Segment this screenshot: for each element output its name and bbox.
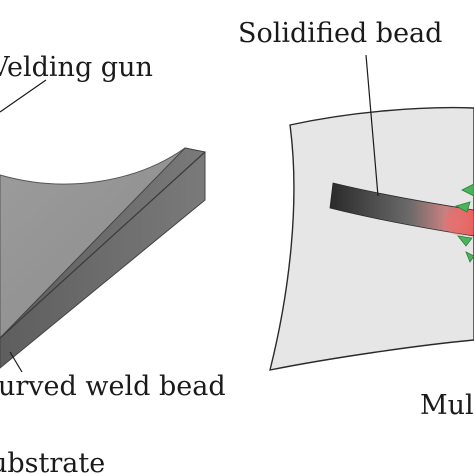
solidified-bead-leader: [365, 54, 379, 197]
curved-weld-bead-label: urved weld bead: [0, 371, 226, 402]
green-arrow-icon: [454, 201, 471, 213]
welding-gun-label: Velding gun: [0, 52, 153, 83]
molten-pool: [444, 208, 474, 236]
welding-gun-leader: [0, 79, 47, 113]
substrate-label: ubstrate: [0, 448, 105, 474]
green-arrow-icon: [465, 251, 474, 263]
green-arrow-icon: [457, 235, 473, 247]
weld-bead-leader: [9, 351, 23, 373]
multi-label: Mul: [420, 390, 474, 421]
substrate-side-face: [0, 147, 206, 369]
substrate-edge: [0, 151, 206, 339]
panel-surface: [269, 106, 474, 371]
substrate-block: [0, 147, 207, 369]
curved-panel: [269, 106, 474, 371]
green-arrow-icon: [461, 183, 474, 197]
solidified-bead-label: Solidified bead: [238, 18, 442, 49]
green-arrows: [454, 183, 474, 263]
